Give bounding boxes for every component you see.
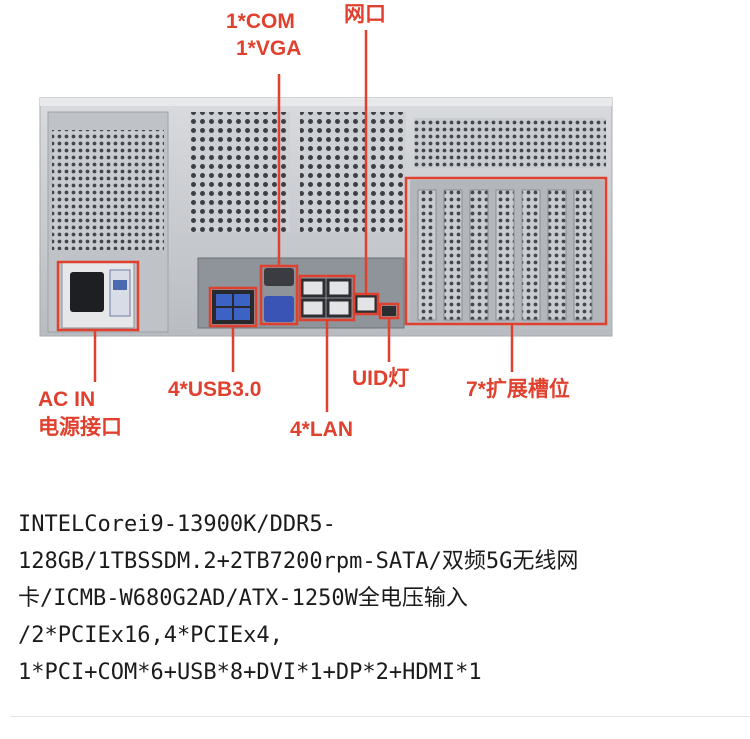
fan-grille-left <box>190 112 290 232</box>
expansion-slots-label: 7*扩展槽位 <box>466 378 570 401</box>
server-rear-illustration <box>39 30 613 412</box>
usb-port-1 <box>216 294 232 306</box>
mgmt-network-port <box>354 294 378 314</box>
spec-line: /2*PCIEx16,4*PCIEx4, <box>18 623 283 648</box>
ac-inlet <box>70 272 104 312</box>
slot-cover <box>547 189 567 321</box>
server-rear-diagram: 1*COM 1*VGA 网口 AC IN 电源接口 4*USB3.0 4*LAN… <box>38 3 613 441</box>
usb-label: 4*USB3.0 <box>168 378 262 401</box>
psu-vent <box>52 130 164 250</box>
uid-button <box>382 306 396 316</box>
lan-label: 4*LAN <box>290 418 354 441</box>
ac-in-label: AC IN <box>38 388 96 411</box>
slot-cover <box>469 189 489 321</box>
usb-port-3 <box>216 308 232 320</box>
vga-port <box>264 296 294 322</box>
lan-port-4 <box>326 298 352 318</box>
vga-label: 1*VGA <box>236 37 302 60</box>
spec-line: INTELCorei9-13900K/DDR5- <box>18 512 336 537</box>
uid-light-label: UID灯 <box>352 367 410 390</box>
slots-highlight <box>404 176 608 326</box>
slot-cover <box>417 189 437 321</box>
divider <box>10 716 750 717</box>
spec-line: 1*PCI+COM*6+USB*8+DVI*1+DP*2+HDMI*1 <box>18 660 482 685</box>
network-port-label: 网口 <box>344 3 386 26</box>
spec-line: 卡/ICMB-W680G2AD/ATX-1250W全电压输入 <box>18 586 468 611</box>
fan-grille-right <box>300 112 406 232</box>
psu-label-stripe <box>113 280 127 290</box>
slot-cover <box>495 189 515 321</box>
power-interface-label: 电源接口 <box>38 416 122 439</box>
spec-line: 128GB/1TBSSDM.2+2TB7200rpm-SATA/双频5G无线网 <box>18 549 579 574</box>
psu-label-sticker <box>109 269 131 317</box>
ac-in-highlight <box>56 260 140 332</box>
slot-cover <box>521 189 541 321</box>
slot-cover <box>443 189 463 321</box>
chassis-top-edge <box>40 98 612 106</box>
lan-port-3 <box>300 298 326 318</box>
product-spec-text: INTELCorei9-13900K/DDR5- 128GB/1TBSSDM.2… <box>18 506 742 691</box>
lan-port-2 <box>326 278 352 298</box>
usb-port-2 <box>234 294 250 306</box>
com-port <box>264 268 294 286</box>
top-right-vent <box>414 118 606 168</box>
com-label: 1*COM <box>226 10 295 33</box>
usb-port-4 <box>234 308 250 320</box>
expansion-slot-covers <box>417 189 593 321</box>
lan-port-1 <box>300 278 326 298</box>
slot-cover <box>573 189 593 321</box>
